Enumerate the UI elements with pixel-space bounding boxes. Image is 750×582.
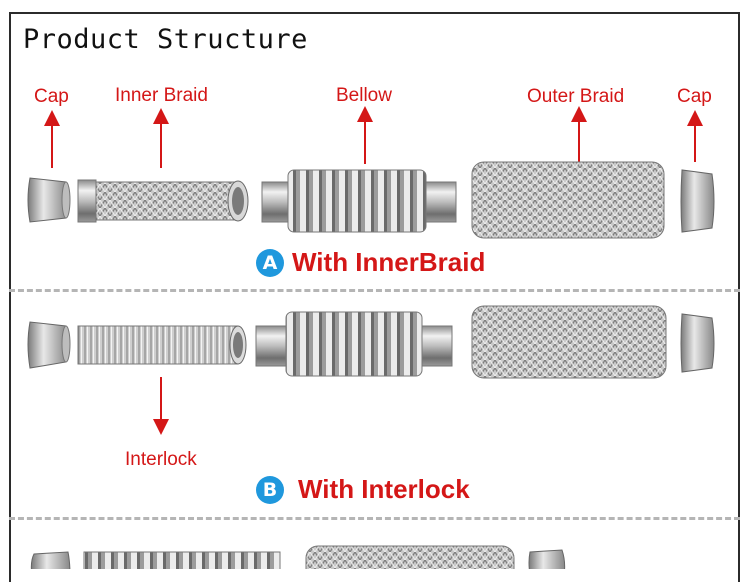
page-title: Product Structure [23, 24, 308, 55]
row-b-components [27, 305, 715, 379]
cap-right-a [680, 169, 715, 233]
badge-b: B [256, 475, 284, 504]
diagram-artwork [27, 106, 715, 569]
label-cap-left: Cap [34, 86, 69, 107]
arrows-row-a [44, 106, 703, 435]
row-c-components [30, 545, 566, 569]
label-bellow: Bellow [336, 85, 392, 106]
caption-a-text: With InnerBraid [292, 247, 486, 277]
label-interlock: Interlock [125, 449, 197, 470]
caption-variant-a: A With InnerBraid [256, 247, 485, 278]
label-cap-right: Cap [677, 86, 712, 107]
diagram-frame [9, 12, 740, 582]
cap-right-b [680, 313, 715, 373]
section-divider-1 [9, 289, 740, 292]
interlock-tube [77, 325, 239, 365]
row-a-components [27, 161, 715, 239]
cap-left-b [27, 321, 68, 369]
badge-a: A [256, 248, 284, 277]
caption-variant-b: B With Interlock [256, 474, 470, 505]
caption-b-text: With Interlock [298, 474, 470, 504]
cap-left-a [27, 177, 68, 223]
label-inner-braid: Inner Braid [115, 85, 208, 106]
section-divider-2 [9, 517, 740, 520]
label-outer-braid: Outer Braid [527, 86, 625, 107]
